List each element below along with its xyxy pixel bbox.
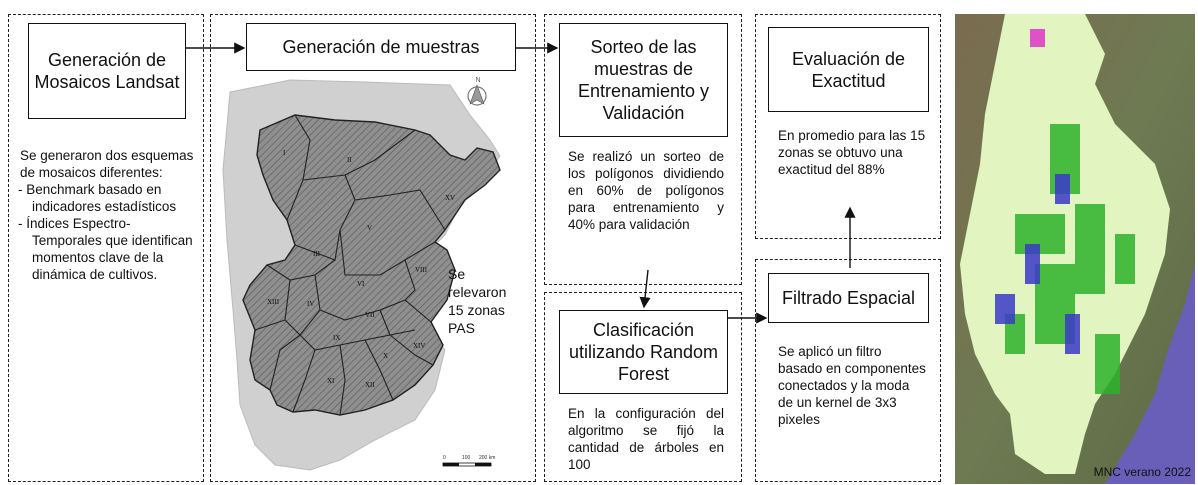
mosaicos-intro: Se generaron dos esquemas de mosaicos di… <box>20 148 194 180</box>
north-arrow-icon: N <box>467 77 487 106</box>
filtrado-title: Filtrado Espacial <box>781 288 916 308</box>
zone-label: X <box>383 352 388 360</box>
zone-label: II <box>347 156 352 164</box>
panel-sorteo <box>544 14 742 285</box>
svg-text:200 km: 200 km <box>479 455 495 461</box>
zone-label: I <box>283 149 286 157</box>
panel-filtrado <box>755 259 941 482</box>
panel-mosaicos <box>8 14 204 482</box>
zone-label: VIII <box>415 266 428 274</box>
panel-clasificacion <box>544 292 742 482</box>
evaluacion-title-box: Evaluación de Exactitud <box>768 27 929 112</box>
zone-label: XI <box>327 377 335 385</box>
zone-label: IX <box>333 334 340 342</box>
mosaicos-bullet: - Índices Espectro-Temporales que identi… <box>18 216 193 282</box>
result-classification-map: MNC verano 2022 <box>955 14 1195 484</box>
clasificacion-title-box: Clasificación utilizando Random Forest <box>559 310 728 394</box>
zone-label: XII <box>365 381 375 389</box>
filtrado-title-box: Filtrado Espacial <box>768 273 929 323</box>
clasificacion-description: En la configuración del algoritmo se fij… <box>568 406 724 472</box>
zone-label: XIV <box>413 342 425 350</box>
zone-label: III <box>313 250 321 258</box>
panel-evaluacion <box>755 14 941 239</box>
sorteo-description: Se realizó un sorteo de los polígonos di… <box>568 149 724 232</box>
mosaicos-description: Se generaron dos esquemas de mosaicos di… <box>18 147 200 283</box>
zone-label: XV <box>445 194 455 202</box>
muestras-title-box: Generación de muestras <box>246 23 516 71</box>
scale-bar: 0 100 200 km <box>442 455 495 467</box>
zone-label: V <box>367 224 372 232</box>
result-map-caption: MNC verano 2022 <box>1094 465 1192 479</box>
zone-label: XIII <box>267 298 280 306</box>
sorteo-title: Sorteo de las muestras de Entrenamiento … <box>577 37 710 123</box>
mosaicos-bullet-list: - Benchmark basado en indicadores estadí… <box>18 181 200 283</box>
svg-text:0: 0 <box>443 455 446 461</box>
mosaicos-bullet: - Benchmark basado en indicadores estadí… <box>18 182 177 214</box>
zone-label: IV <box>307 300 314 308</box>
mosaicos-title-box: Generación de Mosaicos Landsat <box>28 23 186 119</box>
zone-label: VI <box>357 280 365 288</box>
filtrado-description: Se aplicó un filtro basado en componente… <box>778 344 926 427</box>
clasificacion-title: Clasificación utilizando Random Forest <box>568 320 719 384</box>
mosaicos-title: Generación de Mosaicos Landsat <box>34 50 180 92</box>
water-area <box>1105 264 1195 484</box>
svg-text:N: N <box>475 77 480 84</box>
muestras-map-note: Se relevaron 15 zonas PAS <box>448 266 507 336</box>
sorteo-title-box: Sorteo de las muestras de Entrenamiento … <box>559 23 728 137</box>
evaluacion-title: Evaluación de Exactitud <box>791 48 906 91</box>
evaluacion-description: En promedio para las 15 zonas se obtuvo … <box>778 128 926 177</box>
panel-muestras <box>210 14 536 482</box>
argentina-zones-map: I II III IV V VI VII VIII IX X XI XII XI… <box>222 77 501 471</box>
svg-text:100: 100 <box>462 455 471 461</box>
zones-region <box>242 114 501 416</box>
arrow-sorteo-to-clasificacion <box>639 269 651 309</box>
zone-label: VII <box>365 311 375 319</box>
muestras-title: Generación de muestras <box>282 37 480 57</box>
